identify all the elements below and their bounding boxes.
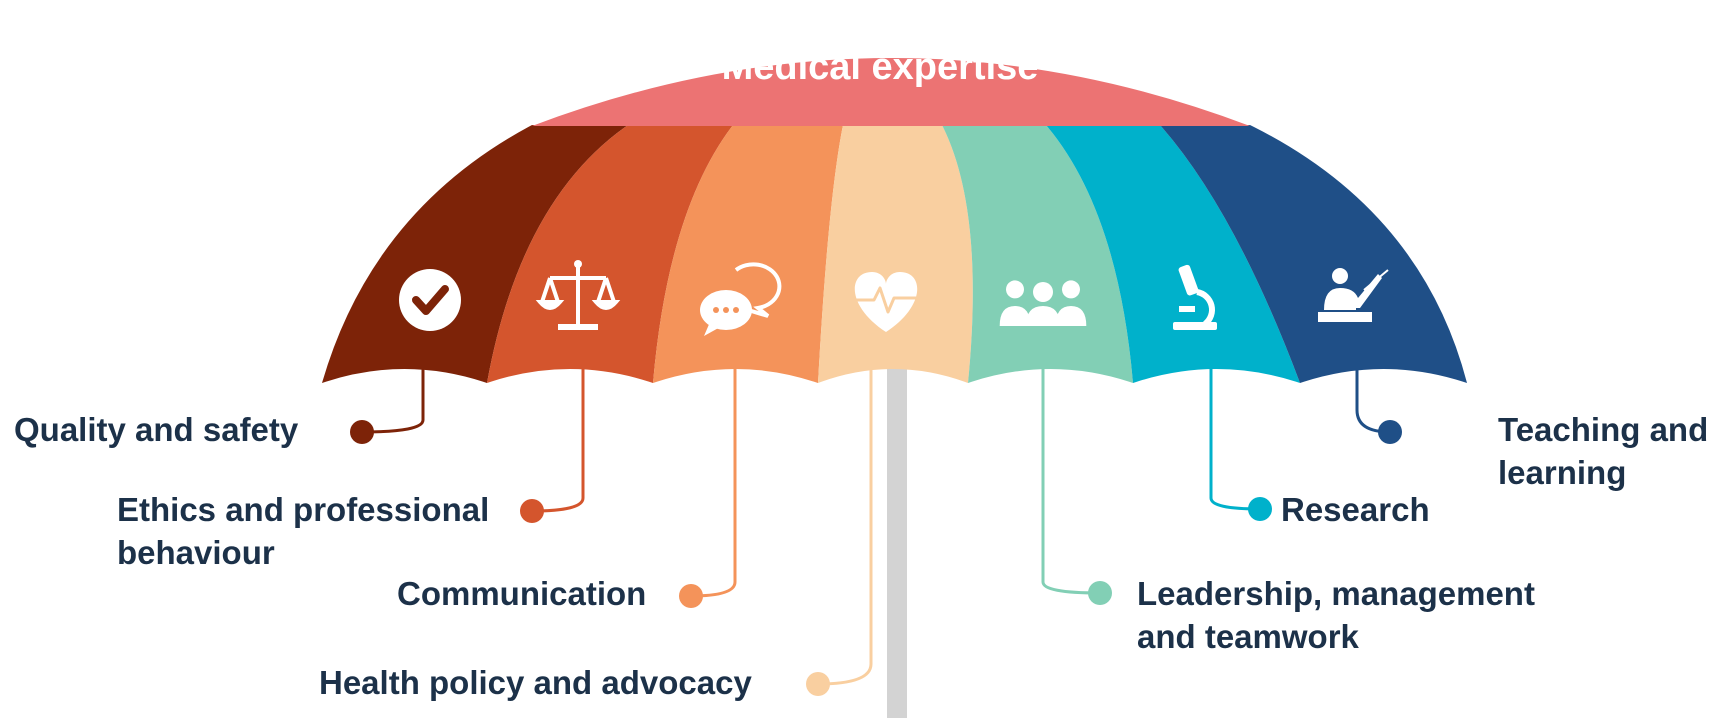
connector-dot — [350, 420, 374, 444]
label-ethics-and-professional-behaviour: Ethics and professional behaviour — [117, 488, 489, 574]
canopy-segment — [322, 125, 628, 383]
icon-shape — [1363, 269, 1389, 291]
connector-line — [817, 355, 873, 686]
canopy-segment — [653, 125, 843, 383]
label-health-policy-and-advocacy: Health policy and advocacy — [319, 661, 752, 704]
connector-dot — [1088, 581, 1112, 605]
icon-shape — [733, 307, 739, 313]
label-line: Leadership, management — [1137, 575, 1535, 612]
icon-shape — [412, 285, 449, 315]
icons — [399, 260, 1389, 336]
icon-shape — [734, 262, 782, 318]
icon-shape — [1179, 306, 1195, 312]
label-line: Research — [1281, 491, 1430, 528]
canopy-top-band — [532, 58, 1250, 126]
icon-shape — [1062, 280, 1080, 299]
connector-dot — [1378, 420, 1402, 444]
icon-shape — [723, 307, 729, 313]
connector-dot — [520, 499, 544, 523]
icon-shape — [1033, 282, 1053, 302]
label-research: Research — [1281, 488, 1430, 531]
heart-pulse-icon — [854, 272, 918, 332]
connector-dot — [679, 584, 703, 608]
icon-shape — [1055, 306, 1087, 326]
connector-dot — [806, 672, 830, 696]
connector-line — [361, 355, 425, 434]
umbrella-shaft — [887, 340, 907, 718]
icon-shape — [558, 324, 598, 330]
microscope-icon — [1173, 264, 1217, 330]
canopy-segment — [1160, 125, 1467, 383]
label-line: behaviour — [117, 534, 275, 571]
icon-shape — [1026, 306, 1060, 326]
check-circle-icon — [399, 269, 461, 331]
icon-shape — [713, 307, 719, 313]
canopy-segment — [818, 125, 973, 383]
icon-shape — [574, 260, 582, 268]
connector-line — [690, 355, 737, 598]
label-teaching-and-learning: Teaching and learning — [1498, 408, 1708, 494]
icon-shape — [1318, 312, 1372, 322]
label-line: Ethics and professional — [117, 491, 490, 528]
connector-line — [531, 355, 585, 513]
speech-bubbles-icon — [700, 262, 782, 336]
icon-shape — [1196, 289, 1215, 327]
canopy-segments — [322, 125, 1467, 383]
connector-dot — [1248, 497, 1272, 521]
icon-shape — [399, 269, 461, 331]
canopy-segment — [1046, 125, 1300, 383]
teacher-at-board-icon — [1318, 268, 1389, 322]
canopy-segment — [487, 125, 733, 383]
connector-line — [1209, 355, 1261, 511]
icon-shape — [999, 306, 1031, 326]
icon-shape — [704, 322, 722, 336]
icon-shape — [540, 277, 616, 303]
connector-line — [1041, 355, 1101, 595]
icon-shape — [1178, 264, 1199, 296]
label-line: Health policy and advocacy — [319, 664, 752, 701]
label-line: Quality and safety — [14, 411, 299, 448]
scales-of-justice-icon — [535, 260, 621, 330]
label-line: Teaching and — [1498, 411, 1709, 448]
people-group-icon — [999, 280, 1087, 326]
icon-shape — [1332, 268, 1348, 284]
icon-shape — [535, 300, 565, 310]
icon-shape — [856, 286, 916, 314]
label-line: Communication — [397, 575, 647, 612]
label-quality-and-safety: Quality and safety — [14, 408, 298, 451]
label-line: learning — [1498, 454, 1627, 491]
hanging-strings — [350, 355, 1402, 696]
label-leadership-management-and-teamwork: Leadership, management and teamwork — [1137, 572, 1535, 658]
icon-shape — [591, 300, 621, 310]
label-line: and teamwork — [1137, 618, 1359, 655]
icon-shape — [1173, 322, 1217, 330]
canopy-title: Medical expertise — [721, 46, 1039, 88]
icon-shape — [1006, 280, 1024, 299]
label-communication: Communication — [397, 572, 646, 615]
icon-shape — [1324, 274, 1382, 310]
